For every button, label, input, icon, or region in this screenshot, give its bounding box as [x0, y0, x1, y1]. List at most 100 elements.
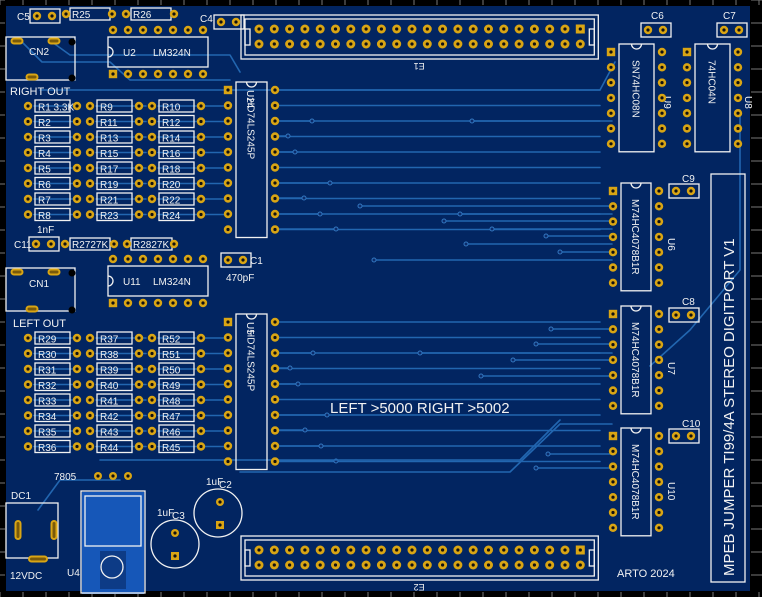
pad-drill: [26, 119, 30, 124]
pad-drill: [333, 563, 338, 567]
oval-slot: [27, 75, 37, 79]
pad-drill: [137, 429, 141, 433]
pad-drill: [137, 336, 141, 340]
capacitor-ref: C10: [682, 419, 701, 430]
pad-drill: [26, 197, 30, 201]
pad-drill: [689, 313, 693, 317]
pad-drill: [75, 135, 79, 139]
pad-drill: [578, 27, 582, 31]
pad-drill: [201, 257, 205, 261]
pad-drill: [303, 563, 307, 567]
pad-drill: [471, 27, 475, 31]
resistor-label: R6: [38, 180, 51, 191]
pad-drill: [75, 382, 79, 387]
resistor-label: R8: [38, 211, 51, 222]
pad-drill: [137, 181, 141, 186]
pad-drill: [425, 548, 429, 552]
capacitor-ref: C2: [219, 480, 232, 491]
resistor-label: R25: [72, 10, 91, 21]
resistor-outline: [34, 362, 71, 376]
ic-ref: U8: [742, 96, 753, 109]
header-ref: E1: [414, 61, 425, 71]
pad-drill: [150, 382, 154, 387]
pad-drill: [273, 397, 277, 402]
resistor-outline: [158, 207, 195, 222]
via: [301, 195, 307, 201]
resistor-outline: [96, 439, 133, 454]
pad-drill: [141, 257, 145, 261]
pad-drill: [609, 126, 613, 131]
pad-drill: [685, 126, 689, 131]
cn2-label: CN2: [29, 47, 49, 58]
pad-drill: [112, 242, 116, 246]
header-ref: E2: [414, 582, 425, 592]
pad-drill: [611, 327, 615, 331]
ic-notch: [706, 43, 719, 50]
resistor-outline: [96, 424, 133, 438]
pad-drill: [137, 413, 141, 418]
pad-drill: [611, 250, 615, 254]
ic-ref: U11: [123, 277, 141, 288]
ic-notch: [630, 305, 642, 312]
ic-notch: [245, 313, 258, 320]
header-outline: [240, 14, 599, 60]
pad-drill: [563, 563, 567, 567]
resistor-label: R2827K: [133, 240, 169, 251]
resistor-outline: [96, 408, 133, 423]
pad-drill: [88, 351, 92, 356]
pad-drill: [150, 429, 154, 433]
pad-drill: [186, 257, 190, 261]
oval-slot: [12, 270, 22, 274]
pad-drill: [137, 212, 141, 217]
pad-drill: [486, 27, 491, 31]
pad-drill: [563, 42, 567, 46]
via: [533, 465, 539, 471]
resistor-outline: [34, 331, 71, 345]
ic-ref: U9: [661, 96, 672, 109]
pad-drill: [611, 189, 615, 193]
pad-drill: [657, 312, 661, 316]
regulator-hole: [100, 555, 124, 579]
pad-drill: [201, 72, 205, 76]
jack-hole: [68, 38, 76, 46]
pad-drill: [737, 28, 741, 32]
pad-drill: [150, 119, 154, 124]
resistor-label: R13: [100, 134, 119, 145]
pad-drill: [171, 257, 175, 261]
ic-outline: [618, 43, 655, 153]
resistor-label: R40: [100, 381, 119, 392]
pad-drill: [88, 166, 92, 170]
pad-drill: [75, 119, 79, 124]
regulator-outline: [80, 490, 146, 594]
pad-drill: [156, 28, 160, 32]
resistor-label: R32: [38, 381, 57, 392]
pad-drill: [657, 465, 661, 469]
pad-drill: [609, 111, 613, 115]
pad-drill: [349, 548, 353, 552]
pad-drill: [395, 563, 399, 567]
pad-drill: [273, 150, 277, 154]
pad-drill: [657, 434, 661, 438]
resistor-label: R21: [100, 196, 119, 207]
regulator-part-label: 7805: [54, 472, 77, 483]
pad-drill: [288, 548, 292, 552]
pad-drill: [660, 50, 664, 54]
capacitor-ref: C8: [682, 297, 695, 308]
ic-part: 74HC04N: [706, 60, 717, 104]
ic-outline: [235, 313, 268, 471]
pad-drill: [257, 548, 261, 552]
electrolytic-outline: [193, 488, 243, 538]
pad-drill: [173, 531, 177, 535]
pad-drill: [273, 413, 277, 417]
via: [548, 326, 554, 332]
pad-drill: [517, 548, 521, 552]
pad-drill: [548, 563, 552, 567]
pad-drill: [657, 358, 661, 362]
pad-drill: [333, 27, 338, 31]
via: [287, 365, 293, 371]
pad-drill: [125, 242, 129, 246]
pad-drill: [425, 42, 429, 46]
pad-drill: [26, 135, 30, 139]
